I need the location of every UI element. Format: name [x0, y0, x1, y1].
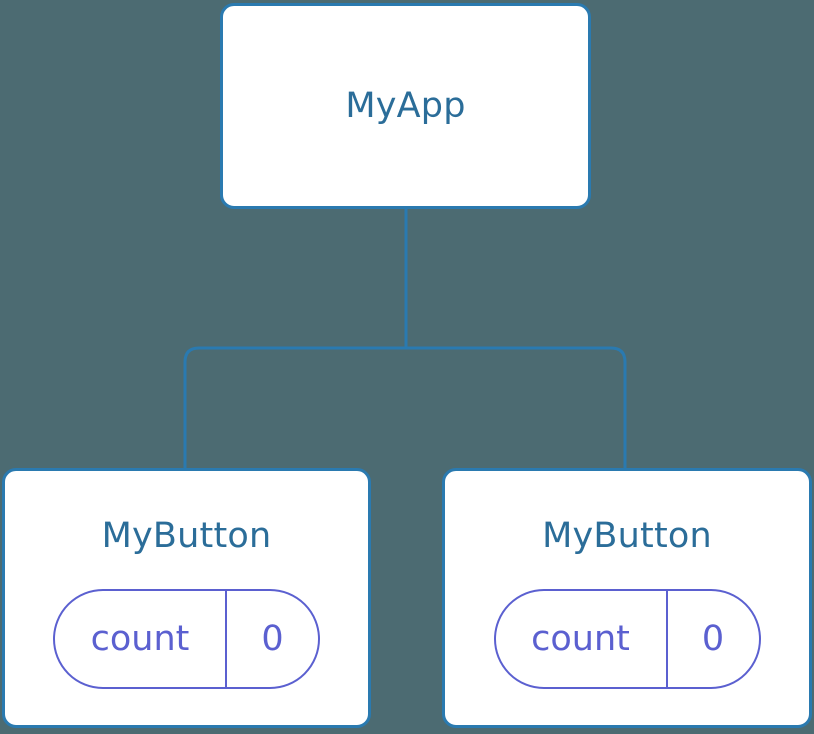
tree-node-child-1[interactable]: MyButton count 0: [442, 468, 812, 728]
state-value-label: 0: [701, 618, 725, 659]
state-pill-value-cell: 0: [227, 591, 318, 687]
edge-to-child-left: [183, 346, 406, 470]
state-pill[interactable]: count 0: [53, 589, 320, 689]
node-title: MyApp: [345, 85, 466, 126]
node-title: MyButton: [542, 516, 712, 556]
state-pill-key-cell: count: [496, 591, 668, 687]
state-pill-key-cell: count: [55, 591, 227, 687]
edge-to-child-right: [406, 346, 627, 470]
state-key-label: count: [531, 618, 630, 659]
tree-node-child-0[interactable]: MyButton count 0: [2, 468, 371, 728]
state-pill[interactable]: count 0: [493, 589, 761, 689]
node-title: MyButton: [101, 516, 272, 556]
tree-node-root[interactable]: MyApp: [220, 3, 591, 209]
state-key-label: count: [90, 618, 190, 659]
state-pill-value-cell: 0: [668, 591, 759, 687]
state-value-label: 0: [261, 618, 284, 659]
